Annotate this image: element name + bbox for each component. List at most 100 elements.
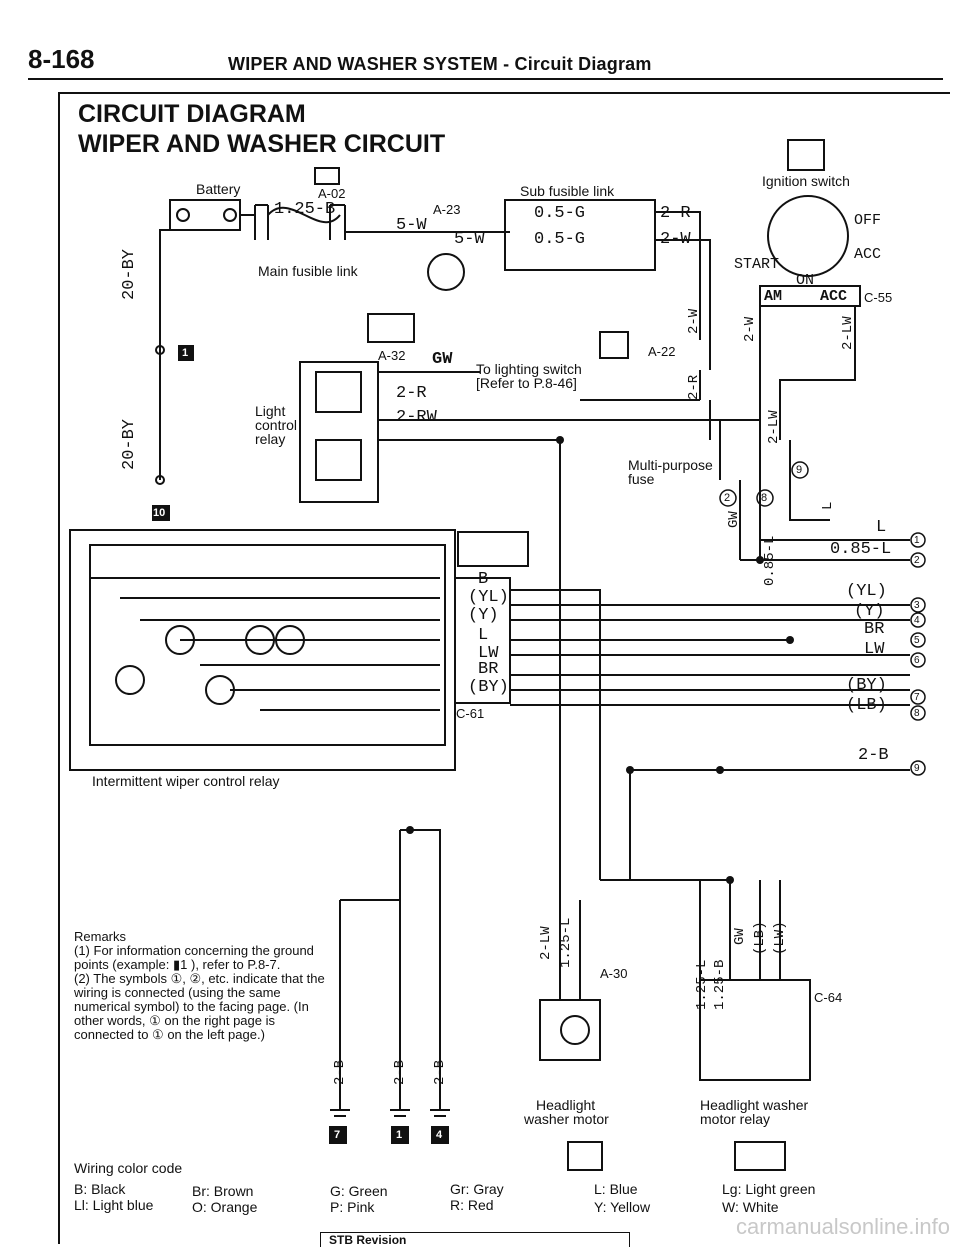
connector-c61: C-61 (456, 706, 485, 721)
color-code-entry: Br: Brown (192, 1183, 254, 1199)
ignition-switch-label: Ignition switch (762, 173, 850, 189)
fuse-number: 8 (761, 492, 768, 504)
wire-label: 2-R (660, 204, 691, 223)
remarks-section: Remarks (1) For information concerning t… (74, 930, 334, 1042)
color-code-entry: L: Blue (594, 1181, 638, 1197)
wire-label: (Y) (854, 602, 885, 621)
to-lighting-switch-label: To lighting switch (476, 361, 582, 377)
wire-label: 2-LW (538, 926, 554, 960)
wire-label: 2-B (332, 1059, 348, 1085)
output-number: 5 (914, 635, 920, 646)
connector-a23: A-23 (433, 202, 461, 217)
intermittent-relay-label: Intermittent wiper control relay (92, 773, 280, 789)
wire-label: 2-W (742, 316, 758, 342)
light-control-relay-label-3: relay (255, 431, 286, 447)
wire-label: 0.5-G (534, 204, 586, 223)
headlight-washer-relay-label-1: Headlight washer (700, 1097, 809, 1113)
ignition-am-label: AM (764, 288, 783, 305)
wire-label: 2-B (858, 746, 889, 765)
main-fusible-link-label: Main fusible link (258, 263, 358, 279)
fuse-number: 2 (724, 492, 731, 504)
headlight-washer-relay-label-2: motor relay (700, 1111, 771, 1127)
wire-label: 1.25-L (694, 959, 710, 1010)
c61-pin-label: (YL) (468, 588, 509, 607)
wire-label: (LW) (772, 921, 788, 955)
diagram-frame (58, 92, 950, 1244)
multi-purpose-fuse-label-1: Multi-purpose (628, 457, 713, 473)
connector-a22: A-22 (648, 344, 676, 359)
wire-label: (LB) (752, 921, 768, 955)
sub-fusible-link-label: Sub fusible link (520, 183, 615, 199)
header-rule (28, 78, 943, 80)
refer-page-label: [Refer to P.8-46] (476, 375, 577, 391)
sub-fusible-link (504, 199, 656, 271)
headlight-washer-motor-label-1: Headlight (536, 1097, 596, 1113)
output-number: 1 (914, 535, 920, 546)
wire-label: GW (726, 511, 742, 528)
wire-label: L (820, 501, 836, 510)
ground-number: 1 (396, 1129, 403, 1141)
wire-label: 2-B (392, 1059, 408, 1085)
ignition-off-label: OFF (854, 212, 882, 229)
watermark: carmanualsonline.info (735, 1214, 950, 1239)
color-code-entry: G: Green (330, 1183, 388, 1199)
remarks-heading: Remarks (74, 929, 127, 944)
revision-footer: STB Revision (320, 1232, 630, 1247)
wire-label: 5-W (396, 216, 427, 235)
remarks-item-1: (1) For information concerning the groun… (74, 943, 314, 972)
wire-label: L (876, 518, 887, 537)
ground-number: 1 (182, 347, 189, 359)
wire-label: 0.85-L (762, 535, 778, 586)
color-code-entry: Ll: Light blue (74, 1197, 154, 1213)
c61-pin-label: (Y) (468, 606, 499, 625)
wire-label: 2-B (432, 1059, 448, 1085)
light-control-relay-symbol (299, 361, 379, 503)
wire-label: 0.5-G (534, 230, 586, 249)
wire-label: 20-BY (120, 418, 139, 470)
light-control-relay-label-1: Light (255, 403, 286, 419)
wire-label: (YL) (846, 582, 887, 601)
output-number: 3 (914, 600, 920, 611)
color-code-entry: B: Black (74, 1181, 126, 1197)
color-code-entry: Y: Yellow (594, 1199, 651, 1215)
c61-pin-label: BR (478, 660, 499, 679)
ignition-switch-symbol (767, 195, 849, 277)
fuse-number: 9 (796, 464, 803, 476)
color-code-entry: Gr: Gray (450, 1181, 504, 1197)
output-number: 9 (914, 763, 920, 774)
color-code-entry: R: Red (450, 1197, 494, 1213)
ignition-acc2-label: ACC (820, 288, 848, 305)
wire-label: 5-W (454, 230, 485, 249)
battery-symbol (169, 199, 241, 231)
wire-label: BR (864, 620, 885, 639)
connector-a30: A-30 (600, 966, 628, 981)
wire-label: 2-R (396, 384, 427, 403)
ignition-on-label: ON (796, 272, 815, 289)
wire-label: 2-RW (396, 408, 437, 427)
wire-label: 1.25-B (712, 959, 728, 1010)
wire-label: GW (432, 350, 453, 369)
battery-label: Battery (196, 181, 241, 197)
remarks-item-2: (2) The symbols ①, ②, etc. indicate that… (74, 971, 325, 1042)
ground-number: 7 (334, 1129, 341, 1141)
connector-c55: C-55 (864, 290, 893, 305)
wire-label: 0.85-L (830, 540, 892, 559)
color-code-entry: W: White (722, 1199, 779, 1215)
wiring-color-code-heading: Wiring color code (74, 1160, 183, 1176)
page-number: 8-168 (28, 44, 95, 74)
page-title: WIPER AND WASHER SYSTEM - Circuit Diagra… (228, 54, 652, 74)
output-number: 7 (914, 692, 920, 703)
output-number: 8 (914, 708, 920, 719)
headlight-washer-motor-label-2: washer motor (524, 1111, 609, 1127)
wire-label: 1.25-B (274, 200, 336, 219)
wire-label: 1.25-L (558, 917, 574, 968)
ground-number: 10 (153, 507, 166, 519)
c61-pin-label: LW (478, 644, 499, 663)
wire-label: 2-LW (766, 410, 782, 444)
wire-label: 2-W (686, 308, 702, 334)
wire-label: 20-BY (120, 248, 139, 300)
output-number: 2 (914, 555, 920, 566)
ignition-start-label: START (734, 256, 780, 273)
color-code-entry: P: Pink (330, 1199, 375, 1215)
headlight-washer-relay-box (699, 979, 811, 1081)
